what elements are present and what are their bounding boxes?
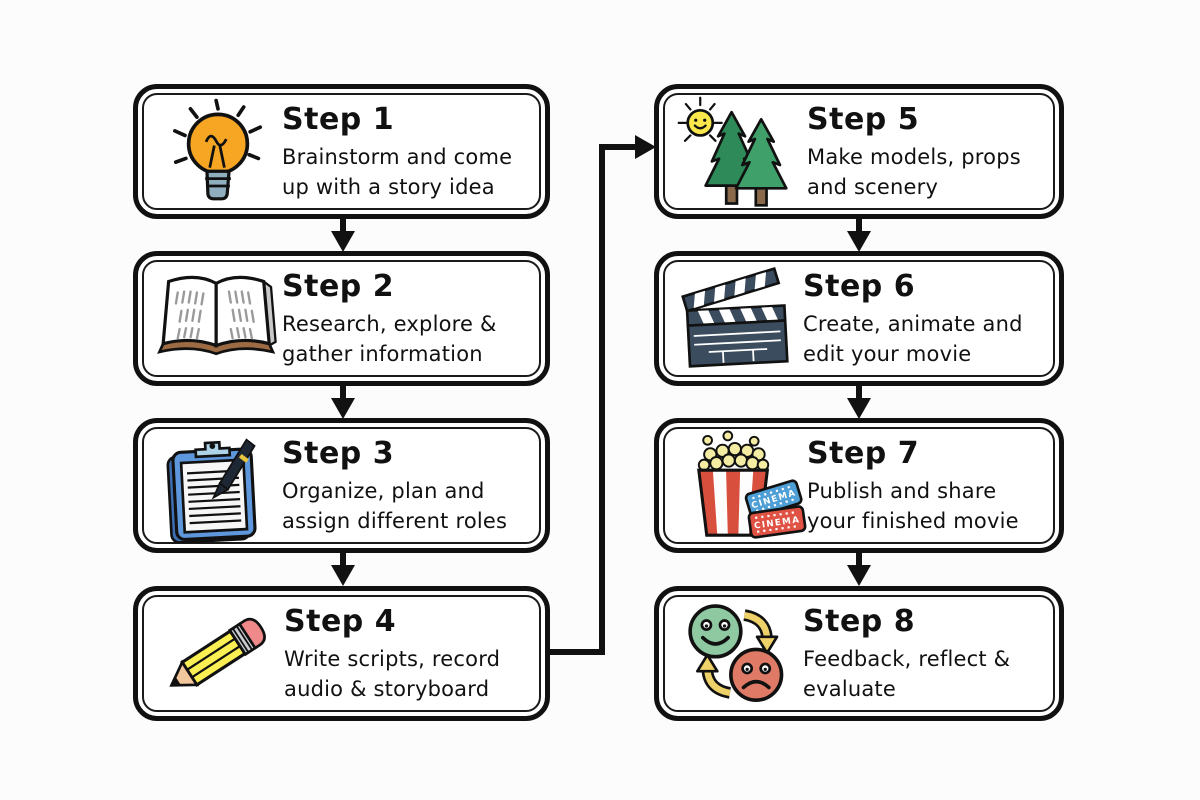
step-8-line2: evaluate <box>803 676 896 701</box>
arrow-step5-to-step6 <box>847 216 871 252</box>
step-2-line1: Research, explore & <box>282 311 497 336</box>
step-2-box: Step 2 Research, explore & gather inform… <box>133 251 550 386</box>
step-7-line2: your finished movie <box>807 508 1019 533</box>
step-7-box: CINEMA CINEMA Step 7 Publish and share y… <box>654 418 1064 553</box>
step-3-line2: assign different roles <box>282 508 508 533</box>
arrow-step3-to-step4 <box>331 550 355 586</box>
sun-and-trees-icon <box>675 96 807 208</box>
step-2-title: Step 2 <box>282 268 395 304</box>
arrow-step2-to-step3 <box>331 383 355 419</box>
step-6-title: Step 6 <box>803 268 916 304</box>
step-8-box: Step 8 Feedback, reflect & evaluate <box>654 586 1064 721</box>
step-7-title: Step 7 <box>807 435 920 471</box>
step-4-line2: audio & storyboard <box>284 676 490 701</box>
step-8-line1: Feedback, reflect & <box>803 646 1011 671</box>
arrow-step1-to-step2 <box>331 216 355 252</box>
step-1-text: Step 1 Brainstorm and come up with a sto… <box>282 102 531 202</box>
step-5-box: Step 5 Make models, props and scenery <box>654 84 1064 219</box>
step-5-text: Step 5 Make models, props and scenery <box>807 102 1045 202</box>
step-4-line1: Write scripts, record <box>284 646 501 671</box>
step-5-title: Step 5 <box>807 101 920 137</box>
open-book-icon <box>154 268 282 370</box>
lightbulb-icon <box>154 96 282 208</box>
step-2-text: Step 2 Research, explore & gather inform… <box>282 269 531 369</box>
step-4-box: Step 4 Write scripts, record audio & sto… <box>133 586 550 721</box>
step-4-title: Step 4 <box>284 603 397 639</box>
step-5-line1: Make models, props <box>807 144 1021 169</box>
arrow-step6-to-step7 <box>847 383 871 419</box>
step-6-text: Step 6 Create, animate and edit your mov… <box>803 269 1045 369</box>
step-5-inner: Step 5 Make models, props and scenery <box>663 93 1055 210</box>
step-4-inner: Step 4 Write scripts, record audio & sto… <box>142 595 541 712</box>
step-5-line2: and scenery <box>807 174 939 199</box>
step-3-text: Step 3 Organize, plan and assign differe… <box>282 436 531 536</box>
step-7-line1: Publish and share <box>807 478 997 503</box>
step-6-line1: Create, animate and <box>803 311 1023 336</box>
step-3-title: Step 3 <box>282 435 395 471</box>
step-1-title: Step 1 <box>282 101 395 137</box>
step-8-text: Step 8 Feedback, reflect & evaluate <box>803 604 1045 704</box>
smiley-feedback-icon <box>675 597 803 711</box>
step-7-text: Step 7 Publish and share your finished m… <box>807 436 1045 536</box>
step-4-text: Step 4 Write scripts, record audio & sto… <box>284 604 531 704</box>
step-1-line2: up with a story idea <box>282 174 495 199</box>
step-3-inner: Step 3 Organize, plan and assign differe… <box>142 427 541 544</box>
clipboard-pen-icon <box>154 429 282 543</box>
step-6-line2: edit your movie <box>803 341 972 366</box>
step-1-line1: Brainstorm and come <box>282 144 513 169</box>
arrow-step4-to-step5 <box>547 135 656 655</box>
step-3-box: Step 3 Organize, plan and assign differe… <box>133 418 550 553</box>
step-3-line1: Organize, plan and <box>282 478 485 503</box>
step-8-title: Step 8 <box>803 603 916 639</box>
step-1-box: Step 1 Brainstorm and come up with a sto… <box>133 84 550 219</box>
popcorn-tickets-icon: CINEMA CINEMA <box>675 428 807 544</box>
pencil-icon <box>154 600 284 708</box>
step-2-line2: gather information <box>282 341 483 366</box>
step-2-inner: Step 2 Research, explore & gather inform… <box>142 260 541 377</box>
clapperboard-icon <box>675 266 803 371</box>
step-1-inner: Step 1 Brainstorm and come up with a sto… <box>142 93 541 210</box>
step-7-inner: CINEMA CINEMA Step 7 Publish and share y… <box>663 427 1055 544</box>
arrow-step7-to-step8 <box>847 550 871 586</box>
step-6-inner: Step 6 Create, animate and edit your mov… <box>663 260 1055 377</box>
step-8-inner: Step 8 Feedback, reflect & evaluate <box>663 595 1055 712</box>
step-6-box: Step 6 Create, animate and edit your mov… <box>654 251 1064 386</box>
